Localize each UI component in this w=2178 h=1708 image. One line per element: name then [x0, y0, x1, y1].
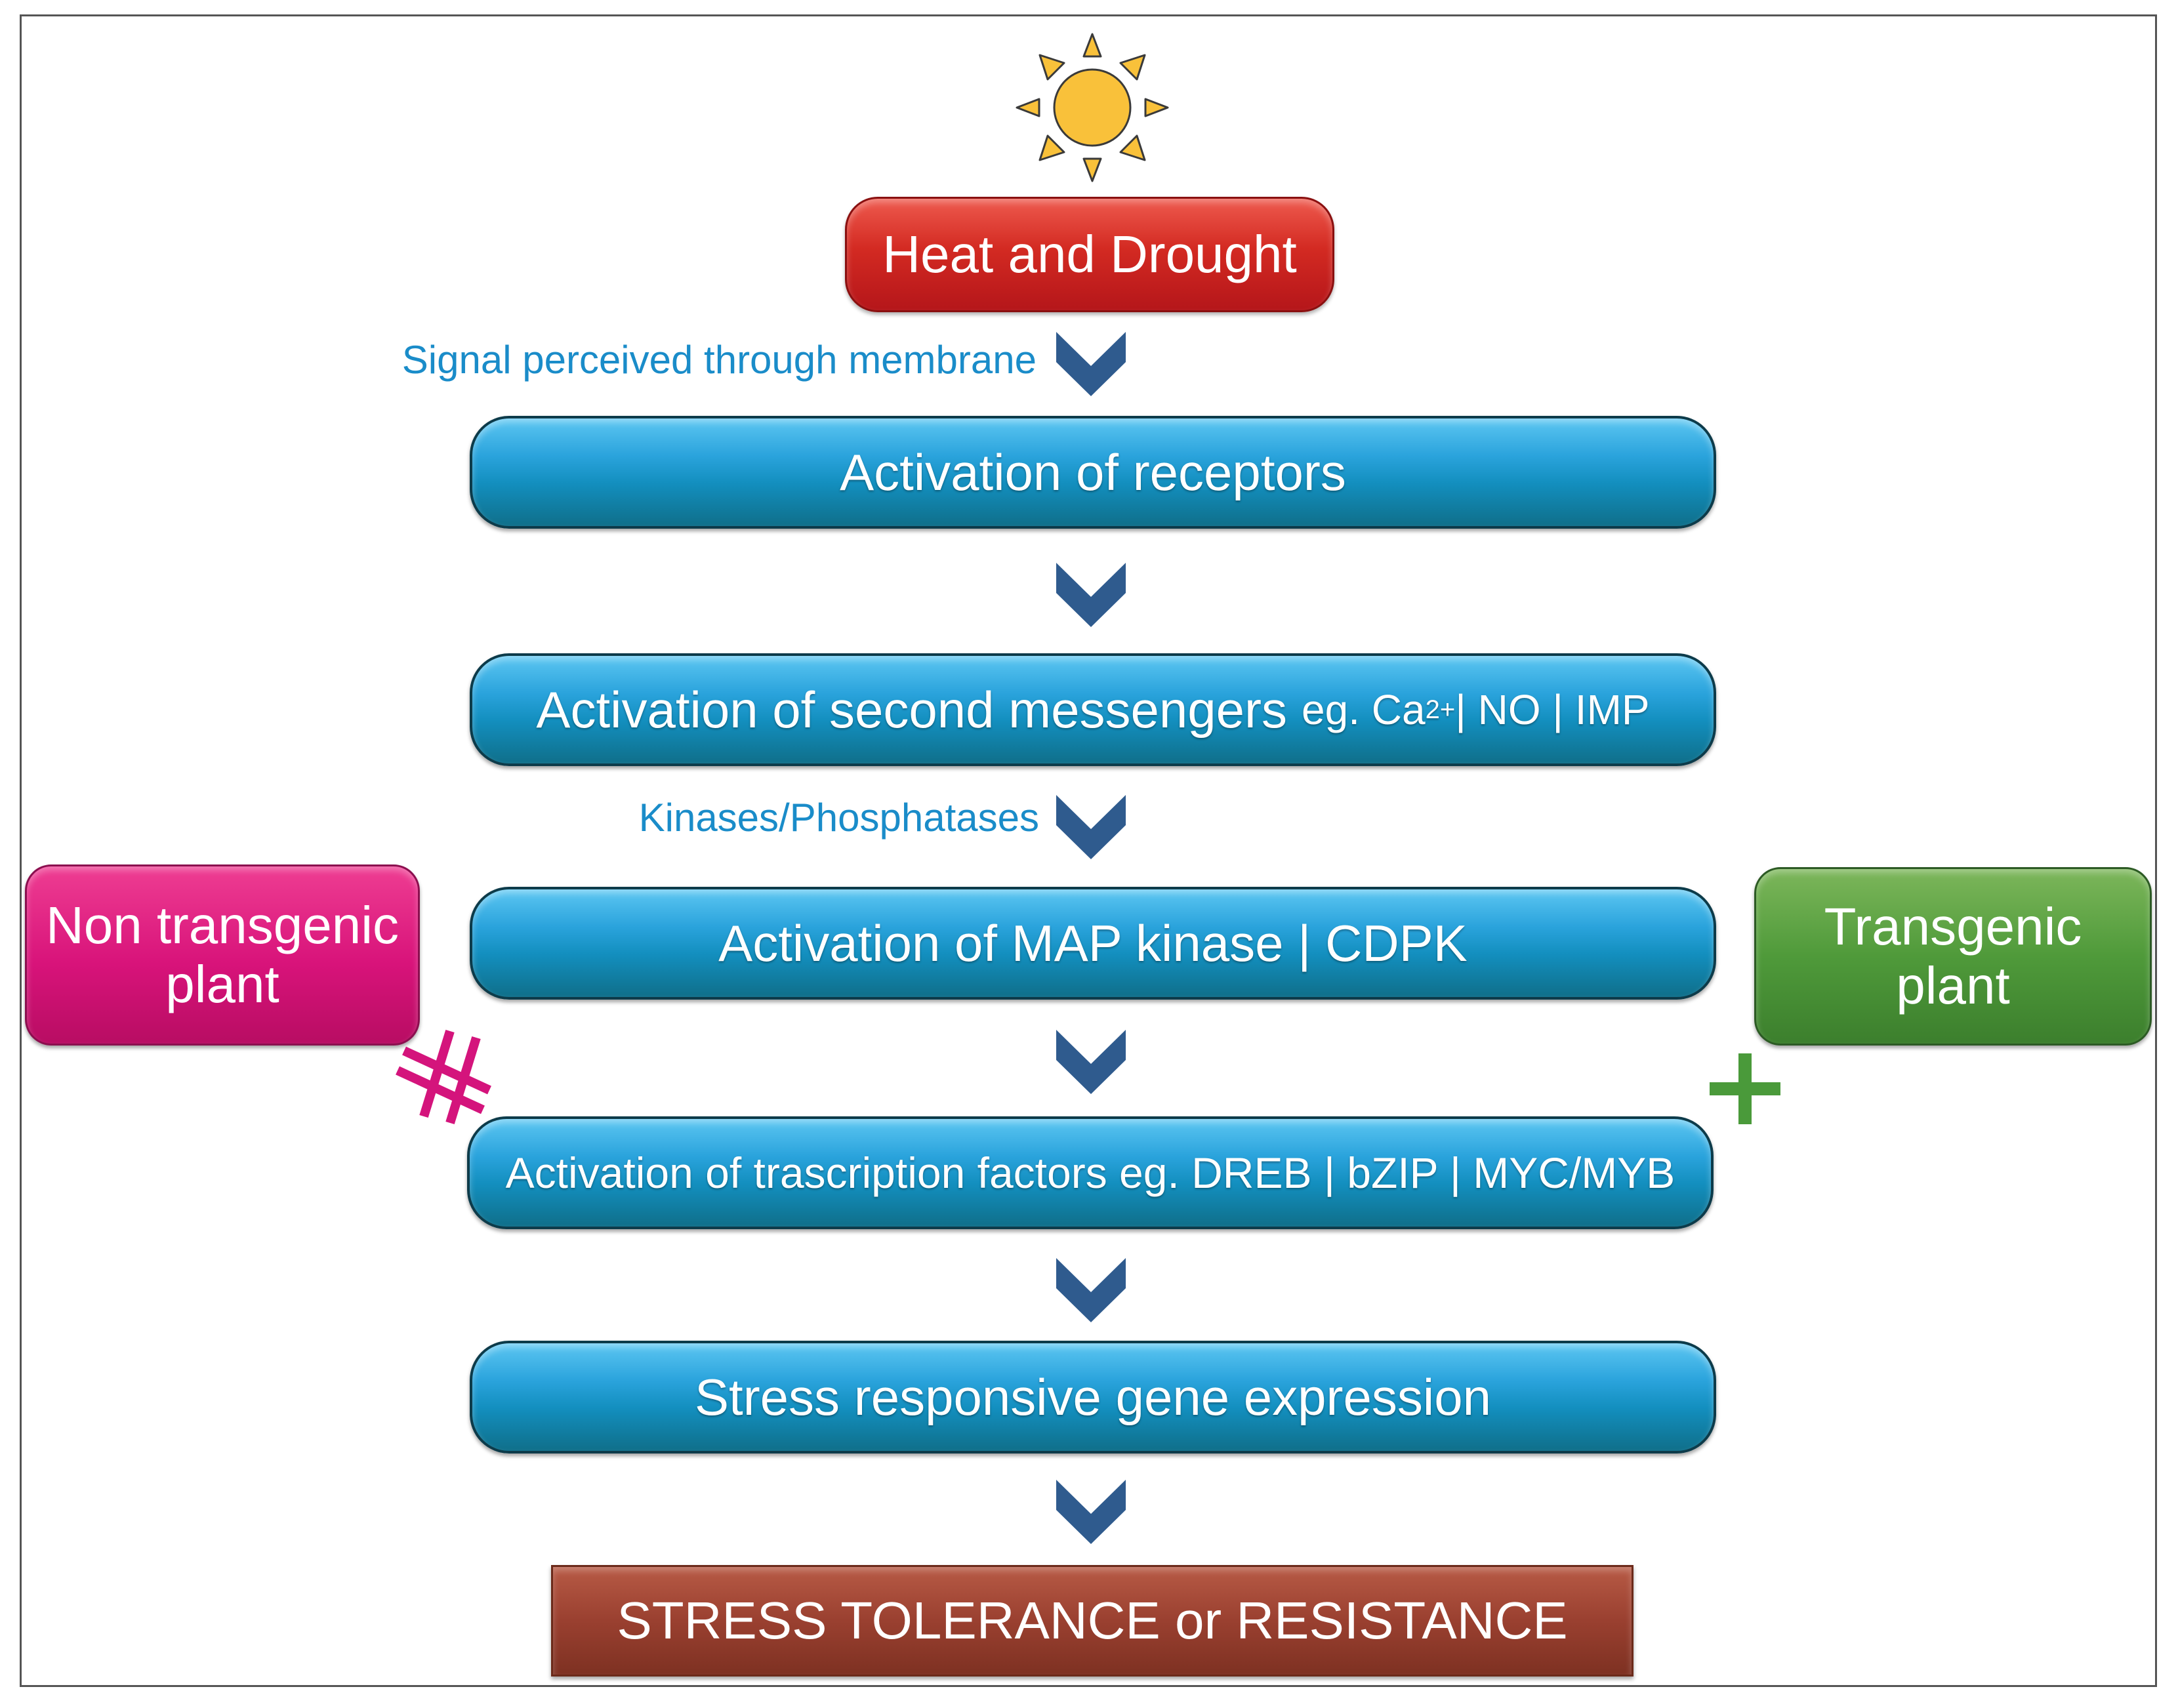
sun-icon [1016, 33, 1169, 182]
step-activation-of-receptors: Activation of receptors [470, 416, 1716, 529]
transgenic-line1: Transgenic [1824, 897, 2082, 956]
plus-icon [1710, 1053, 1780, 1124]
example-label: eg. Ca [1302, 686, 1426, 733]
chevron-down-icon [1056, 563, 1126, 627]
step-label: Activation of trascription factors eg. D… [505, 1149, 1675, 1197]
step-label: Stress responsive gene expression [695, 1368, 1491, 1426]
superscript: 2+ [1425, 695, 1456, 724]
transgenic-line2: plant [1896, 956, 2010, 1015]
step-label: Activation of second messengers [536, 680, 1288, 739]
step-label: Activation of receptors [840, 443, 1346, 501]
step-gene-expression: Stress responsive gene expression [470, 1341, 1716, 1454]
step-map-kinase: Activation of MAP kinase | CDPK [470, 887, 1716, 1000]
kinases-note: Kinases/Phosphatases [638, 796, 1039, 840]
chevron-down-icon [1056, 1258, 1126, 1322]
heat-and-drought-box: Heat and Drought [845, 197, 1334, 312]
transgenic-plant-box: Transgenic plant [1754, 867, 2152, 1046]
figure-frame [20, 14, 2157, 1687]
chevron-down-icon [1056, 795, 1126, 859]
membrane-note: Signal perceived through membrane [401, 338, 1037, 382]
step-transcription-factors: Activation of trascription factors eg. D… [467, 1116, 1714, 1229]
step-label: Activation of MAP kinase | CDPK [718, 914, 1468, 972]
result-label: STRESS TOLERANCE or RESISTANCE [617, 1591, 1568, 1650]
non-transgenic-line1: Non transgenic [45, 896, 400, 955]
example-rest: | NO | IMP [1455, 686, 1650, 733]
inhibition-cross-icon [396, 1029, 491, 1125]
chevron-down-icon [1056, 1030, 1126, 1094]
stress-tolerance-box: STRESS TOLERANCE or RESISTANCE [551, 1565, 1634, 1677]
chevron-down-icon [1056, 1480, 1126, 1544]
stressor-label: Heat and Drought [882, 225, 1297, 283]
non-transgenic-line2: plant [165, 955, 279, 1013]
non-transgenic-plant-box: Non transgenic plant [25, 864, 420, 1046]
chevron-down-icon [1056, 332, 1126, 396]
